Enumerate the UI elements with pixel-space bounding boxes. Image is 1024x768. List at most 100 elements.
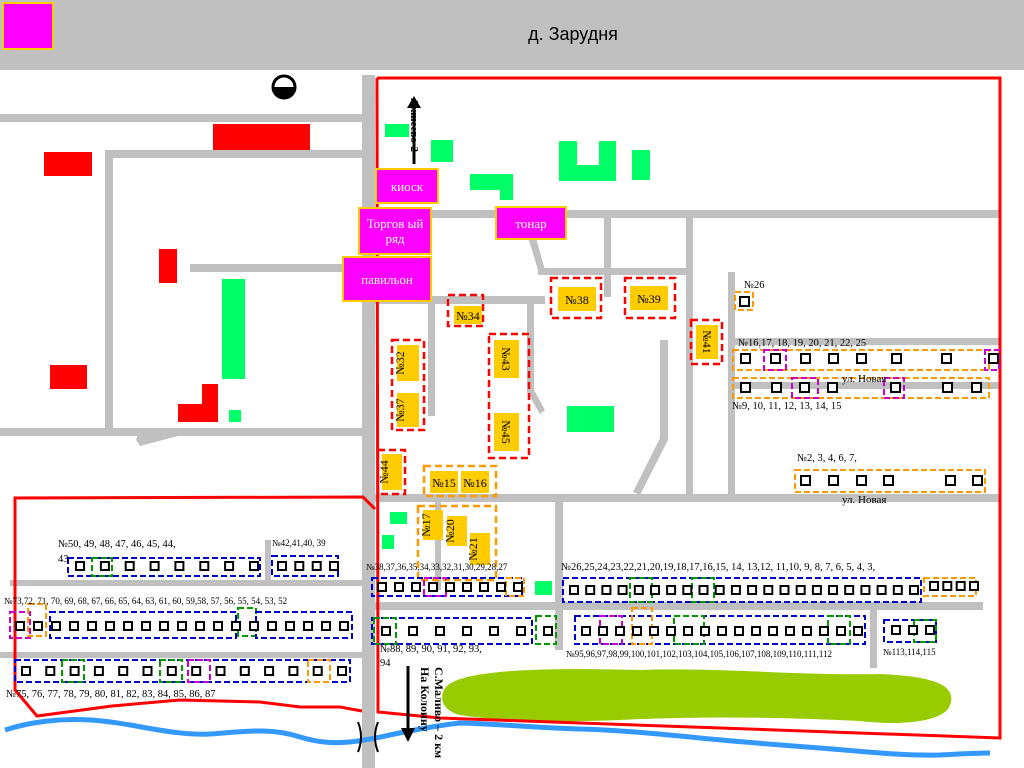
house-label: №50, 49, 48, 47, 46, 45, 44, xyxy=(58,539,176,550)
house xyxy=(312,666,323,676)
building-44: №44 xyxy=(376,448,407,496)
road xyxy=(428,296,435,416)
house xyxy=(942,581,953,591)
house-label: №38,37,36,35,34,33,32,31,30,29,28,27 xyxy=(366,562,508,572)
house xyxy=(435,626,445,636)
road xyxy=(10,580,362,586)
road-label-malivo: С.Маливо – 2 км xyxy=(432,667,446,759)
building xyxy=(382,535,394,549)
house xyxy=(267,621,277,631)
houses-north xyxy=(739,296,999,486)
house xyxy=(195,621,205,631)
building xyxy=(159,249,177,283)
house xyxy=(123,621,133,631)
house xyxy=(543,626,553,636)
pavilion-poi: павильон xyxy=(342,256,432,302)
building xyxy=(632,150,650,180)
house xyxy=(891,625,901,635)
house xyxy=(159,621,169,631)
road xyxy=(0,428,142,436)
house xyxy=(795,585,806,595)
road xyxy=(555,500,563,650)
house xyxy=(294,561,305,571)
building xyxy=(222,279,245,379)
house xyxy=(311,561,322,571)
road xyxy=(136,428,362,446)
road xyxy=(265,540,271,580)
house xyxy=(650,585,660,595)
svg-text:№20: №20 xyxy=(443,519,457,542)
bridge-icon xyxy=(357,721,379,753)
house xyxy=(329,561,339,571)
house xyxy=(105,621,115,631)
house-label: №42,41,40, 39 xyxy=(272,538,326,548)
house xyxy=(955,581,966,591)
building-15-16: №15 №16 xyxy=(422,464,498,498)
house xyxy=(730,585,741,595)
building xyxy=(431,140,453,162)
arrow-down-icon xyxy=(401,666,415,742)
road xyxy=(105,150,362,158)
house xyxy=(717,626,727,636)
house xyxy=(118,666,129,676)
house xyxy=(124,561,135,571)
road xyxy=(190,264,362,272)
house xyxy=(394,582,404,592)
house xyxy=(779,585,790,595)
svg-text:№16: №16 xyxy=(463,476,486,490)
house xyxy=(925,625,935,635)
house xyxy=(683,626,693,636)
house xyxy=(337,666,347,676)
house xyxy=(585,585,596,595)
svg-text:№32: №32 xyxy=(393,351,407,374)
house xyxy=(892,585,903,595)
road xyxy=(728,338,1000,345)
house-label: №26,25,24,23,22,21,20,19,18,17,16,15, 14… xyxy=(561,562,876,573)
house xyxy=(853,626,863,636)
house-groups-south xyxy=(9,555,977,683)
building xyxy=(385,124,409,137)
houses-south xyxy=(15,561,979,676)
house xyxy=(21,666,31,676)
building-32-37: №32 №37 xyxy=(390,338,426,432)
house xyxy=(598,626,608,636)
arrow-up-icon xyxy=(407,96,421,164)
house xyxy=(87,621,97,631)
house xyxy=(739,296,750,307)
road xyxy=(604,217,611,297)
house xyxy=(860,585,871,595)
header-bar: д. Зарудня xyxy=(0,0,1024,70)
house xyxy=(714,585,725,595)
house xyxy=(15,621,25,631)
building-17-20-21: №17 №20 №21 xyxy=(416,504,498,582)
svg-text:№38: №38 xyxy=(565,293,588,307)
house xyxy=(177,621,187,631)
building xyxy=(567,406,614,432)
house-label: №2, 3, 4, 6, 7, xyxy=(797,453,857,464)
svg-text:№17: №17 xyxy=(419,513,433,536)
road xyxy=(633,340,668,495)
house xyxy=(141,621,151,631)
house xyxy=(51,621,61,631)
village-title: д. Зарудня xyxy=(528,24,618,44)
house-label: №9, 10, 11, 12, 13, 14, 15 xyxy=(732,401,842,412)
road xyxy=(686,217,693,499)
road-label-kolonia: На Колонну xyxy=(418,667,432,732)
house xyxy=(149,561,160,571)
house xyxy=(45,666,56,676)
numbered-buildings: №34 №38 №39 №41 №32 №37 xyxy=(376,276,724,582)
house xyxy=(93,666,104,676)
house-label: №16,17, 18, 19, 20, 21, 22, 25 xyxy=(738,338,867,349)
svg-text:№43: №43 xyxy=(499,347,513,370)
house xyxy=(802,626,812,636)
house xyxy=(249,561,259,571)
svg-text:№39: №39 xyxy=(637,292,660,306)
house xyxy=(876,585,887,595)
building xyxy=(50,365,87,389)
house xyxy=(428,582,438,592)
road xyxy=(375,210,1000,218)
house xyxy=(142,666,153,676)
house xyxy=(581,626,591,636)
house xyxy=(844,585,855,595)
house-label: №113,114,115 xyxy=(883,647,936,657)
